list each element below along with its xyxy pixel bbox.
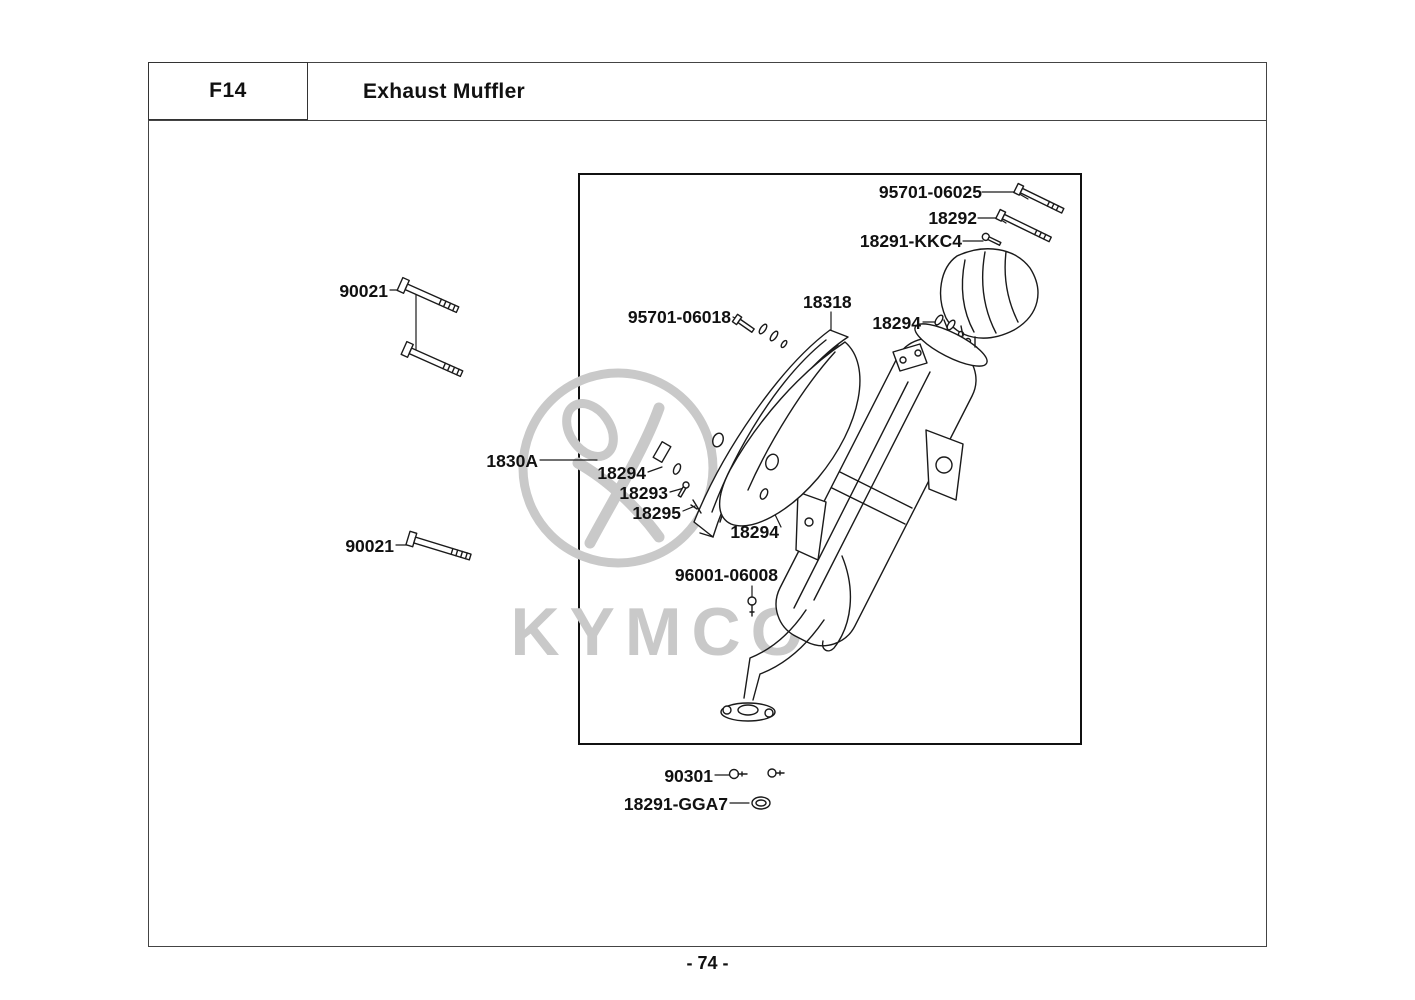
tail-pipe (720, 609, 825, 722)
washer-18294-middle (759, 488, 769, 500)
part-label-96001-06008: 96001-06008 (674, 565, 778, 585)
mid-bracket (795, 491, 827, 561)
part-label-90301: 90301 (664, 766, 713, 786)
part-label-18291-gga7: 18291-GGA7 (623, 794, 728, 814)
section-code-box: F14 (148, 62, 308, 120)
page-title: Exhaust Muffler (363, 80, 526, 103)
part-label-18294-b: 18294 (730, 522, 779, 542)
gasket-18291-gga7 (751, 796, 771, 810)
part-label-18294-a: 18294 (597, 463, 646, 483)
hanger-bracket (925, 429, 964, 501)
part-label-18291-kkc4: 18291-KKC4 (859, 231, 962, 251)
bolt-96001-06008 (747, 596, 757, 617)
heat-shield-cover (712, 341, 861, 527)
watermark-text: KYMCO (510, 594, 813, 670)
screw-18291-kkc4 (981, 232, 1002, 246)
bolt-95701-06025 (995, 182, 1065, 243)
fastener-cluster-left (652, 441, 702, 514)
part-label-18318: 18318 (803, 292, 852, 312)
curved-stay (821, 555, 852, 652)
part-label-18292: 18292 (928, 208, 977, 228)
muffler-end-cover (939, 248, 1039, 339)
part-label-95701-06018: 95701-06018 (627, 307, 731, 327)
part-label-95701-06025: 95701-06025 (878, 182, 982, 202)
muffler-body (775, 319, 988, 647)
bolt-90021-upper (396, 276, 464, 378)
section-code: F14 (209, 79, 247, 102)
muffler-artwork (389, 182, 1065, 810)
part-label-90021-upper: 90021 (339, 281, 388, 301)
part-label-18294-right: 18294 (872, 313, 921, 333)
bolt-95701-06018 (731, 313, 788, 349)
part-label-18295: 18295 (632, 503, 681, 523)
part-label-90021-lower: 90021 (345, 536, 394, 556)
page-frame (148, 62, 1267, 947)
screws-90301 (728, 768, 785, 780)
page-number: - 74 - (686, 953, 729, 973)
part-label-1830a: 1830A (486, 451, 538, 471)
part-label-18293: 18293 (619, 483, 668, 503)
bolt-90021-lower (405, 530, 472, 561)
header-divider (148, 120, 1267, 121)
inlet-clamp (892, 343, 928, 372)
kymco-watermark: KYMCO (510, 368, 813, 670)
